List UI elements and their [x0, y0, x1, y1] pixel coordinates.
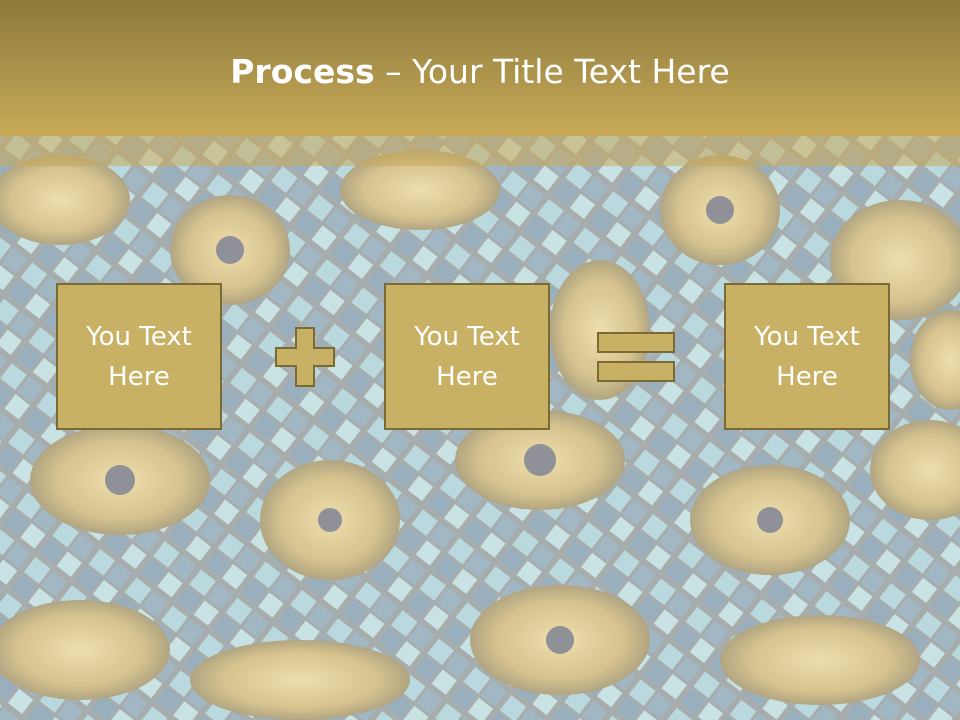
box-text: You Text Here: [86, 321, 192, 392]
process-box-2[interactable]: You Text Here: [384, 283, 550, 430]
equals-icon: [597, 332, 675, 382]
box-text: You Text Here: [754, 321, 860, 392]
box-text: You Text Here: [414, 321, 520, 392]
slide-title: Process – Your Title Text Here: [0, 52, 960, 91]
title-rest: – Your Title Text Here: [374, 52, 730, 91]
plus-icon: [275, 327, 335, 387]
title-bar-band: [0, 136, 960, 166]
title-bar: [0, 0, 960, 136]
process-box-1[interactable]: You Text Here: [56, 283, 222, 430]
title-bold: Process: [230, 52, 375, 91]
process-box-3[interactable]: You Text Here: [724, 283, 890, 430]
